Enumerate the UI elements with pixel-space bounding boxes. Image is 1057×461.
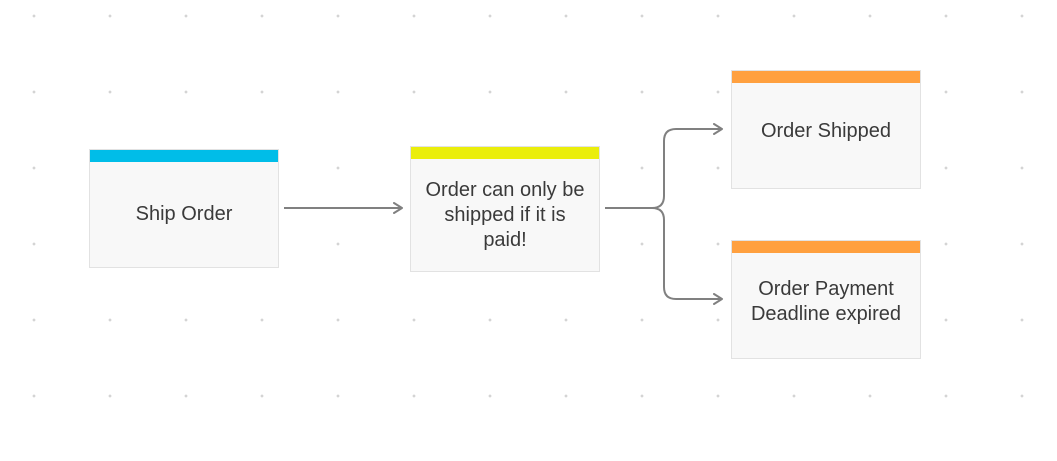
policy-card[interactable]: Order can only be shipped if it is paid! bbox=[410, 146, 600, 272]
card-color-band bbox=[90, 150, 278, 162]
card-color-band bbox=[732, 71, 920, 83]
payment-deadline-expired-event-card[interactable]: Order Payment Deadline expired bbox=[731, 240, 921, 359]
card-color-band bbox=[732, 241, 920, 253]
card-label: Order Payment Deadline expired bbox=[750, 278, 902, 325]
card-label: Order can only be shipped if it is paid! bbox=[425, 178, 585, 251]
order-shipped-event-card[interactable]: Order Shipped bbox=[731, 70, 921, 189]
ship-order-command-card[interactable]: Ship Order bbox=[89, 149, 279, 268]
card-label: Order Shipped bbox=[760, 120, 892, 142]
card-label: Ship Order bbox=[135, 203, 233, 225]
card-color-band bbox=[411, 147, 599, 159]
arrow-policy-to-order-shipped[interactable] bbox=[605, 123, 723, 209]
arrow-policy-to-payment-expired[interactable] bbox=[605, 207, 723, 305]
